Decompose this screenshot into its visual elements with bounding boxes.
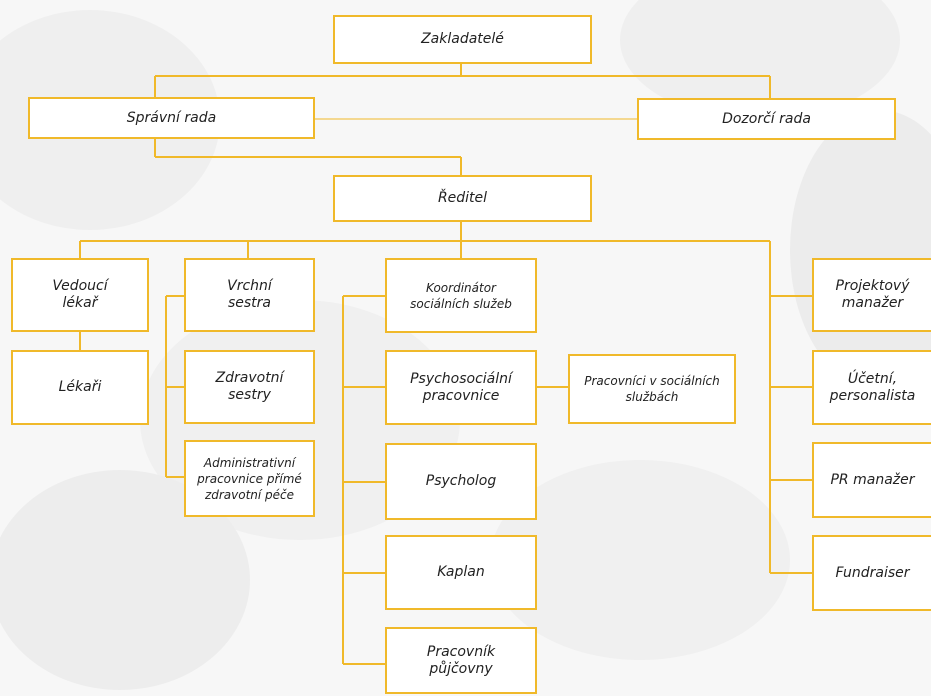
node-psychosocialni-pracovnice-label: Psychosociální pracovnice xyxy=(410,370,512,404)
node-vedouci-lekar-label: Vedoucí lékař xyxy=(52,278,108,311)
node-spravni-rada: Správní rada xyxy=(28,97,315,139)
node-spravni-rada-label: Správní rada xyxy=(126,109,217,126)
node-koordinator: Koordinátor sociálních služeb xyxy=(385,258,537,333)
node-pracovnik-pujcovny-label: Pracovník půjčovny xyxy=(426,643,496,677)
node-pracovnici-v-socialnich-sluzbach: Pracovníci v sociálních službách xyxy=(568,354,736,424)
node-psychosocialni-pracovnice: Psychosociální pracovnice xyxy=(385,350,537,425)
node-koordinator-label: Koordinátor sociálních služeb xyxy=(410,280,512,311)
node-pracovnici-v-socialnich-sluzbach-label: Pracovníci v sociálních službách xyxy=(584,374,720,404)
node-lekari: Lékaři xyxy=(11,350,149,425)
node-vedouci-lekar: Vedoucí lékař xyxy=(11,258,149,332)
node-zakladatele-label: Zakladatelé xyxy=(421,31,504,47)
node-administrativni-pracovnice-label: Administrativní pracovnice přímé zdravot… xyxy=(197,455,302,502)
node-ucetni-personalista: Účetní, personalista xyxy=(812,350,931,425)
node-dozorci-rada-label: Dozorčí rada xyxy=(722,110,811,127)
node-administrativni-pracovnice: Administrativní pracovnice přímé zdravot… xyxy=(184,440,315,517)
node-projektovy-manazer: Projektový manažer xyxy=(812,258,931,332)
node-pr-manazer-label: PR manažer xyxy=(830,471,915,488)
node-vrchni-sestra-label: Vrchní sestra xyxy=(227,278,272,311)
node-projektovy-manazer-label: Projektový manažer xyxy=(835,278,910,311)
node-kaplan-label: Kaplan xyxy=(437,564,485,580)
node-dozorci-rada: Dozorčí rada xyxy=(637,98,896,140)
node-kaplan: Kaplan xyxy=(385,535,537,610)
node-zdravotni-sestry-label: Zdravotní sestry xyxy=(215,370,284,403)
node-zakladatele: Zakladatelé xyxy=(333,15,592,64)
node-reditel-label: Ředitel xyxy=(437,190,488,206)
node-psycholog: Psycholog xyxy=(385,443,537,520)
node-zdravotni-sestry: Zdravotní sestry xyxy=(184,350,315,424)
node-reditel: Ředitel xyxy=(333,175,592,222)
node-pracovnik-pujcovny: Pracovník půjčovny xyxy=(385,627,537,694)
node-pr-manazer: PR manažer xyxy=(812,442,931,518)
node-lekari-label: Lékaři xyxy=(58,379,102,395)
node-ucetni-personalista-label: Účetní, personalista xyxy=(829,370,916,404)
node-fundraiser: Fundraiser xyxy=(812,535,931,611)
node-psycholog-label: Psycholog xyxy=(425,473,497,489)
node-fundraiser-label: Fundraiser xyxy=(835,564,910,581)
node-vrchni-sestra: Vrchní sestra xyxy=(184,258,315,332)
